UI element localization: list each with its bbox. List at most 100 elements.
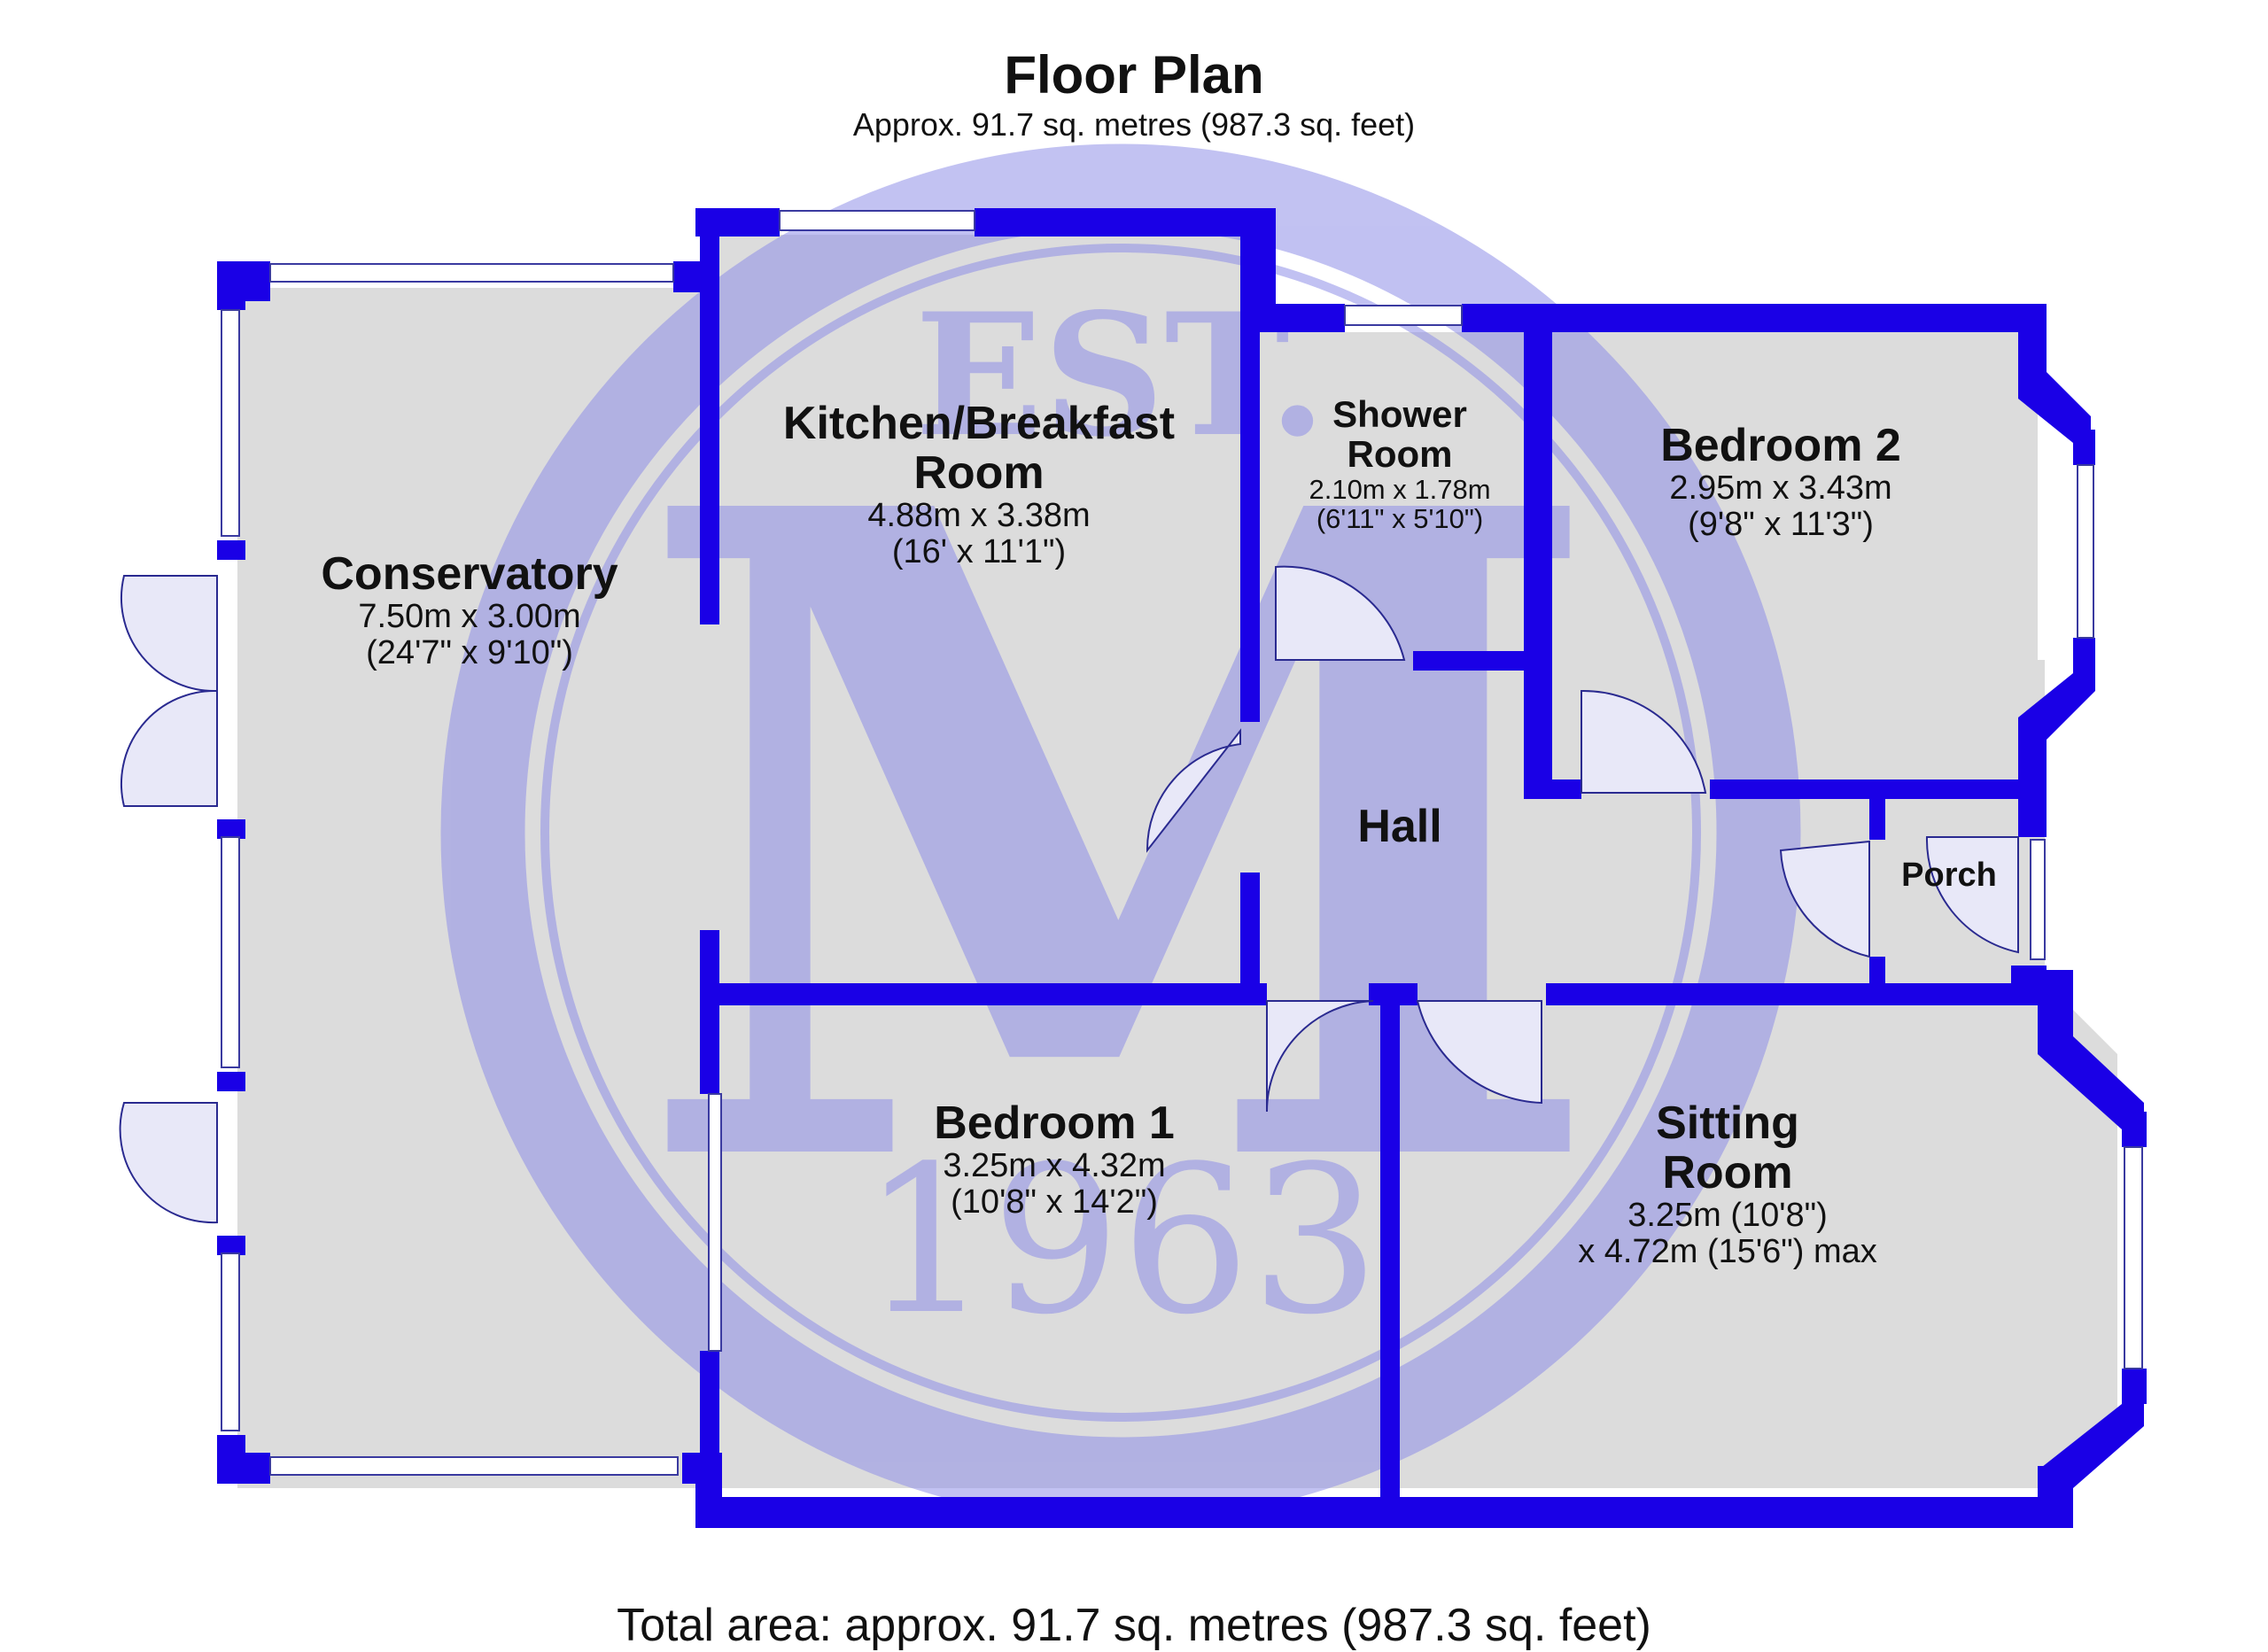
wall (2018, 726, 2047, 802)
wall (700, 983, 1267, 1005)
watermark-logo (440, 143, 1801, 1522)
room-dimensions-imperial: (24'7" x 9'10") (366, 634, 573, 672)
door-swing (1275, 565, 1406, 661)
page-title: Floor Plan (1004, 45, 1264, 105)
room-dimensions-imperial: (6'11" x 5'10") (1316, 503, 1484, 535)
room-name: Shower (1332, 393, 1467, 435)
room-hall: Hall (1311, 802, 1488, 851)
wall (217, 261, 245, 310)
wall (2018, 793, 2047, 837)
wall (1380, 983, 1400, 1510)
doors (119, 565, 2019, 1224)
room-name: Sitting (1656, 1097, 1799, 1149)
wall (1240, 873, 1260, 997)
window (269, 263, 674, 283)
room-porch: Porch (1887, 857, 2011, 894)
room-name-line2: Room (1662, 1147, 1793, 1199)
floor-areas (237, 235, 2117, 1488)
wall (1413, 651, 1552, 671)
room-sitting: Sitting Room 3.25m (10'8") x 4.72m (15'6… (1542, 1098, 1914, 1270)
window (2124, 1146, 2143, 1369)
wall (217, 1236, 245, 1255)
wall (1869, 779, 1885, 840)
door-swing (1146, 728, 1241, 853)
room-dimensions: 2.10m x 1.78m (1309, 473, 1491, 505)
watermark-text: EST. M 1963 (631, 276, 1612, 1361)
room-name: Kitchen/Breakfast (782, 398, 1176, 449)
room-bedroom2: Bedroom 2 2.95m x 3.43m (9'8" x 11'3") (1612, 421, 1949, 543)
watermark-ring-inner (540, 244, 1701, 1422)
door-swing (120, 575, 218, 693)
watermark-m: M (631, 320, 1612, 1361)
door-swing (1581, 689, 1707, 794)
room-name-line2: Room (1347, 433, 1453, 476)
wall (2018, 673, 2095, 740)
wall (700, 997, 719, 1094)
wall (217, 1453, 270, 1484)
wall (700, 208, 719, 624)
watermark-ring-outer (440, 143, 1801, 1522)
room-shower: Shower Room 2.10m x 1.78m (6'11" x 5'10"… (1276, 394, 1524, 534)
window (2077, 464, 2094, 639)
wall (2073, 638, 2095, 673)
room-name: Bedroom 2 (1660, 420, 1901, 471)
floor-kitchen (716, 235, 1247, 997)
room-name: Porch (1901, 857, 1997, 894)
window (221, 309, 240, 537)
wall (1546, 983, 2051, 1005)
page-subtitle: Approx. 91.7 sq. metres (987.3 sq. feet) (852, 106, 1416, 143)
door-swing (1779, 840, 1870, 958)
room-dimensions: 3.25m x 4.32m (943, 1147, 1166, 1185)
room-dimensions-imperial: x 4.72m (15'6") max (1578, 1233, 1877, 1271)
room-bedroom1: Bedroom 1 3.25m x 4.32m (10'8" x 14'2") (886, 1098, 1223, 1221)
door-swing (1416, 1000, 1542, 1105)
window (221, 1253, 240, 1431)
room-dimensions-imperial: (10'8" x 14'2") (951, 1183, 1158, 1222)
wall (2073, 430, 2095, 465)
door-swing (1925, 836, 2019, 954)
watermark-year: 1963 (861, 1123, 1379, 1360)
wall (975, 208, 1276, 237)
room-dimensions: 7.50m x 3.00m (358, 598, 581, 636)
room-name-line2: Room (913, 447, 1045, 500)
wall (695, 208, 780, 237)
wall (1240, 208, 1260, 722)
room-dimensions-imperial: (9'8" x 11'3") (1688, 506, 1874, 544)
windows (221, 210, 2143, 1476)
window (221, 836, 240, 1068)
door-swing (120, 689, 218, 807)
wall (2038, 1036, 2144, 1129)
wall (695, 1497, 2073, 1528)
wall (1462, 304, 2047, 332)
door-swing (119, 1102, 218, 1224)
wall (217, 1072, 245, 1091)
window (269, 1456, 679, 1476)
room-dimensions: 4.88m x 3.38m (867, 497, 1091, 535)
room-name: Conservatory (321, 548, 618, 600)
window (2030, 839, 2046, 960)
wall (217, 540, 245, 560)
window (1344, 305, 1463, 326)
wall (1524, 304, 1552, 795)
room-dimensions: 3.25m (10'8") (1627, 1197, 1828, 1235)
room-conservatory: Conservatory 7.50m x 3.00m (24'7" x 9'10… (292, 549, 647, 671)
total-area: Total area: approx. 91.7 sq. metres (987… (617, 1600, 1651, 1651)
wall (1524, 779, 1581, 799)
floor-sitting (1391, 997, 2117, 1488)
wall (2018, 304, 2047, 379)
walls (217, 208, 2147, 1528)
wall (217, 819, 245, 839)
wall (2122, 1112, 2147, 1147)
wall (1247, 304, 1345, 332)
room-name: Bedroom 1 (934, 1097, 1175, 1149)
wall (2018, 372, 2091, 443)
door-swing (1265, 1000, 1374, 1113)
window (779, 210, 975, 231)
window (708, 1093, 722, 1352)
room-dimensions: 2.95m x 3.43m (1669, 469, 1892, 508)
room-kitchen: Kitchen/Breakfast Room 4.88m x 3.38m (16… (780, 399, 1178, 570)
wall (700, 1351, 719, 1466)
wall (2122, 1369, 2147, 1404)
room-name: Hall (1357, 801, 1442, 852)
